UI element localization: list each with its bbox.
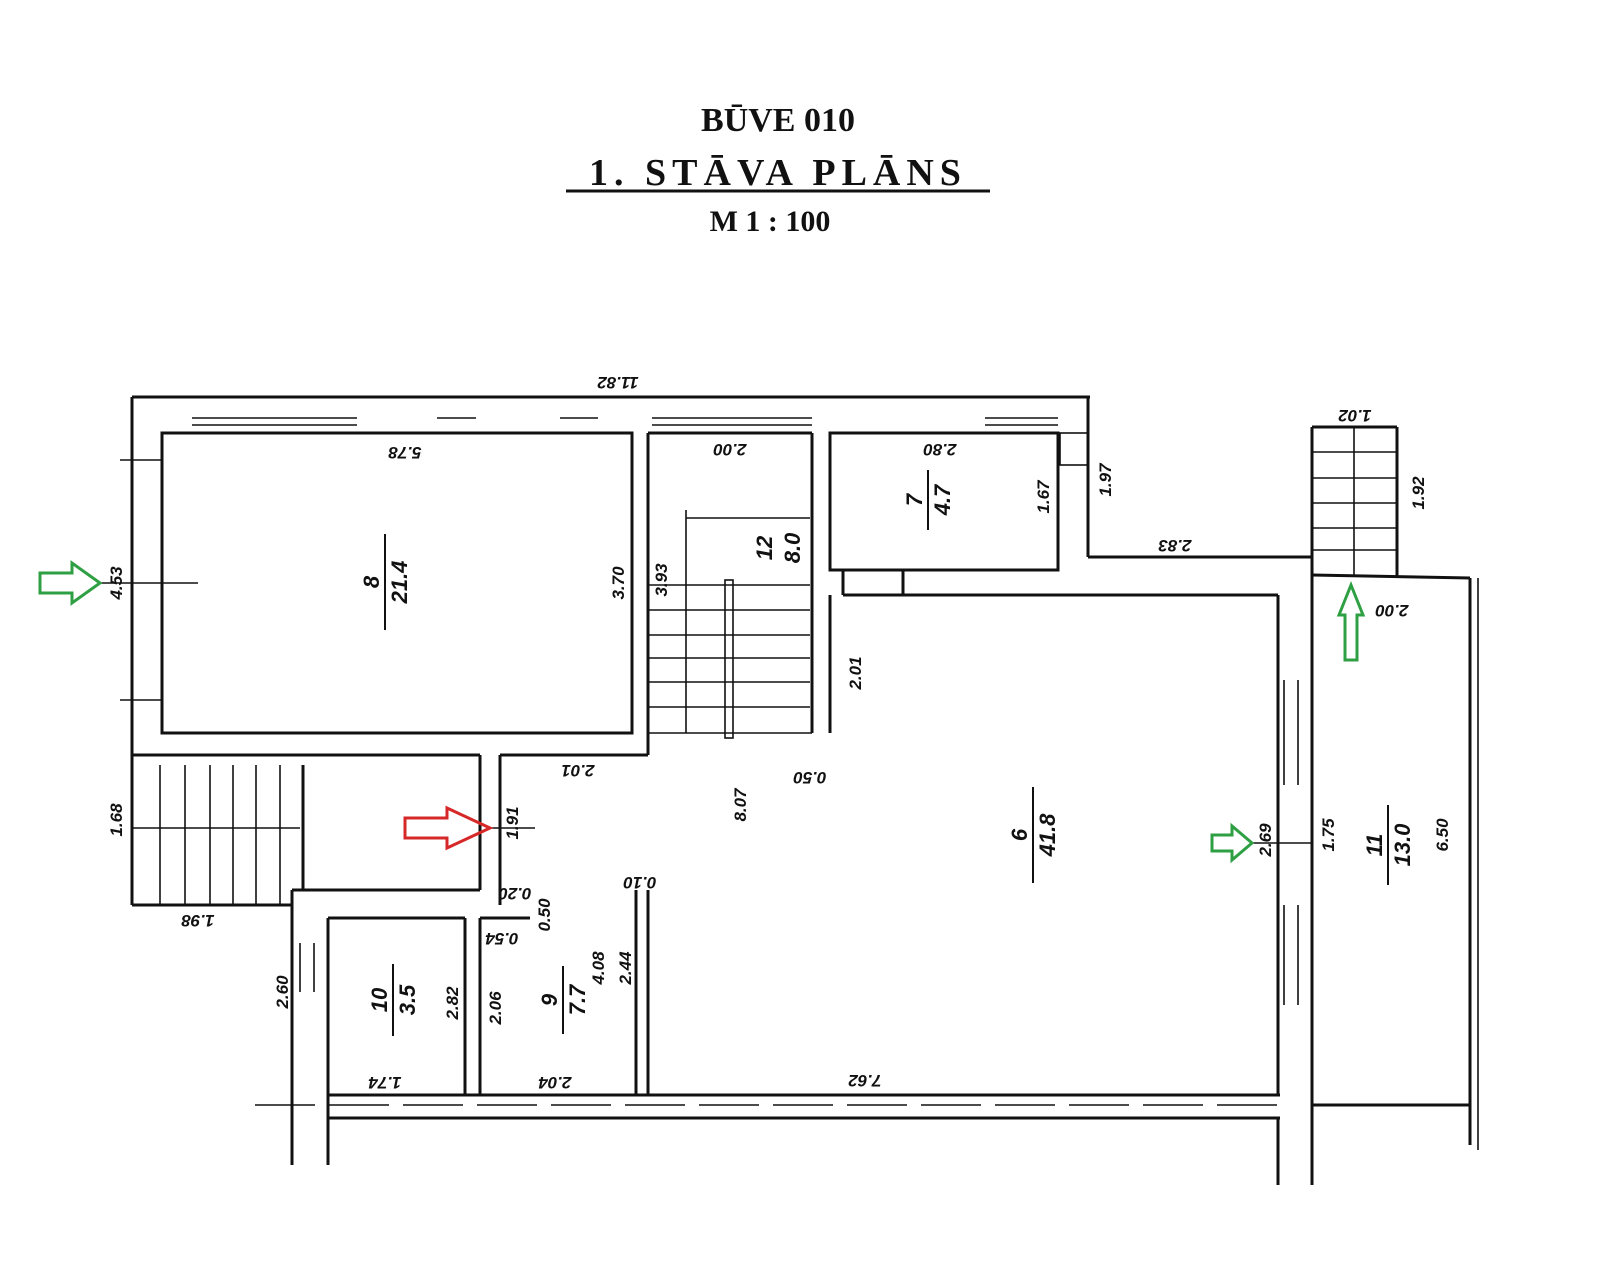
- windows: [192, 417, 1299, 1005]
- dimension: 0.50: [535, 898, 554, 932]
- dimension: 2.80: [923, 440, 958, 459]
- dimension: 2.04: [538, 1073, 573, 1092]
- svg-text:3.5: 3.5: [395, 984, 420, 1015]
- dimension: 2.83: [1158, 536, 1193, 555]
- dimension: 0.10: [623, 873, 657, 892]
- dimension: 1.74: [368, 1073, 402, 1092]
- room-7: 7 4.7: [902, 470, 955, 530]
- svg-text:8.0: 8.0: [780, 532, 805, 563]
- dimension-labels: 11.82 5.78 2.00 2.80 1.02 2.83 2.00 2.01…: [107, 373, 1452, 1092]
- dimension: 2.06: [486, 991, 505, 1026]
- svg-text:6: 6: [1007, 828, 1032, 841]
- dimension: 1.91: [503, 806, 522, 839]
- green-arrow-right-icon: [1210, 822, 1255, 864]
- stair-right: [1312, 427, 1397, 575]
- dimension: 11.82: [597, 373, 639, 392]
- dimension: 0.50: [793, 768, 827, 787]
- svg-text:4.7: 4.7: [930, 483, 955, 516]
- room-10: 10 3.5: [367, 964, 420, 1036]
- dimension: 1.75: [1319, 818, 1338, 852]
- dimension: 1.67: [1034, 479, 1053, 514]
- stair-12: [648, 510, 812, 739]
- dimension: 2.00: [1375, 601, 1410, 620]
- building-title: BŪVE 010: [701, 102, 855, 139]
- dimension: 5.78: [388, 443, 422, 462]
- dimension: 1.98: [181, 911, 215, 930]
- dimension: 0.54: [485, 929, 519, 948]
- dimension: 8.07: [731, 787, 750, 822]
- walls: [130, 395, 1479, 1185]
- dimension: 2.82: [443, 986, 462, 1021]
- room-12: 12 8.0: [752, 532, 805, 563]
- green-arrow-left-icon: [38, 560, 103, 606]
- plan-title: 1. STĀVA PLĀNS: [589, 152, 967, 194]
- dimension: 2.44: [616, 951, 635, 986]
- svg-text:8: 8: [359, 575, 384, 588]
- dimension: 1.68: [107, 803, 126, 837]
- svg-text:7: 7: [902, 492, 927, 506]
- scale-label: M 1 : 100: [710, 205, 831, 238]
- room-11: 11 13.0: [1362, 805, 1415, 885]
- dimension: 1.02: [1338, 406, 1372, 425]
- green-arrow-up-icon: [1336, 580, 1366, 662]
- svg-text:9: 9: [537, 993, 562, 1006]
- svg-text:41.8: 41.8: [1035, 813, 1060, 858]
- dimension: 2.60: [273, 975, 292, 1010]
- dimension: 6.50: [1433, 818, 1452, 852]
- dimension: 2.01: [561, 761, 595, 780]
- dimension: 7.62: [848, 1071, 882, 1090]
- dimension: 0.20: [498, 884, 532, 903]
- dimension: 2.69: [1256, 823, 1275, 858]
- room-8: 8 21.4: [359, 534, 412, 630]
- dimension: 1.92: [1409, 476, 1428, 510]
- svg-text:10: 10: [367, 987, 392, 1012]
- dimension-lines: [100, 459, 1312, 844]
- red-arrow-icon: [403, 805, 494, 851]
- room-6: 6 41.8: [1007, 787, 1060, 883]
- stair-left: [132, 765, 300, 905]
- dimension: 2.00: [713, 440, 748, 459]
- svg-text:12: 12: [752, 535, 777, 560]
- svg-text:7.7: 7.7: [565, 983, 590, 1015]
- dimension: 1.97: [1096, 462, 1115, 497]
- svg-text:21.4: 21.4: [387, 561, 412, 605]
- dimension: 4.08: [589, 951, 608, 986]
- svg-text:11: 11: [1362, 834, 1387, 857]
- room-labels: 8 21.4 12 8.0 7 4.7 6 41.8 11 13.0 10 3.…: [359, 470, 1415, 1036]
- dimension: 2.01: [846, 656, 865, 690]
- svg-text:13.0: 13.0: [1390, 823, 1415, 867]
- dimension: 3.93: [652, 563, 671, 597]
- dimension: 3.70: [609, 566, 628, 600]
- room-9: 9 7.7: [537, 966, 590, 1034]
